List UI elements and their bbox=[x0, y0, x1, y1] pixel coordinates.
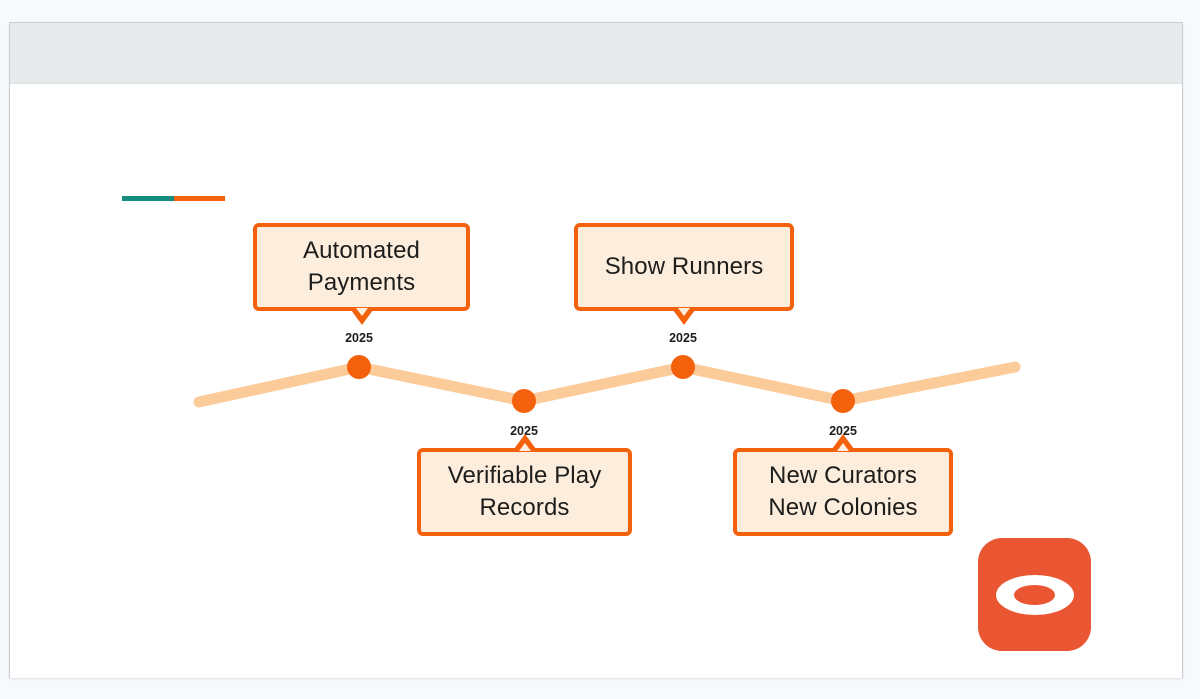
milestone-callout-0[interactable]: Automated Payments bbox=[253, 223, 470, 325]
timeline-marker-2[interactable] bbox=[671, 355, 695, 379]
milestone-callout-1[interactable]: Verifiable Play Records bbox=[417, 434, 632, 536]
callout-tail-inner-0 bbox=[355, 308, 368, 316]
accent-rule bbox=[122, 196, 225, 201]
milestone-year-0: 2025 bbox=[345, 331, 373, 345]
milestone-callout-3[interactable]: New Curators New Colonies bbox=[733, 434, 953, 536]
milestone-callout-label-2: Show Runners bbox=[604, 253, 764, 280]
timeline-line bbox=[193, 361, 1021, 408]
milestone-callout-label-1: Verifiable Play Records bbox=[447, 462, 602, 521]
logo-ellipse-inner bbox=[1014, 584, 1055, 605]
callout-tail-inner-1 bbox=[518, 443, 531, 451]
slide-canvas[interactable]: 2025 2025 2025 2025 Automated Payments S… bbox=[10, 84, 1182, 678]
timeline-marker-0[interactable] bbox=[347, 355, 371, 379]
brand-logo-icon bbox=[978, 538, 1091, 651]
timeline-marker-1[interactable] bbox=[512, 389, 536, 413]
logo-ellipse-outer bbox=[995, 574, 1074, 615]
toolbar-strip[interactable] bbox=[10, 23, 1182, 84]
milestone-year-2: 2025 bbox=[669, 331, 697, 345]
milestone-callout-2[interactable]: Show Runners bbox=[574, 223, 794, 325]
callout-tail-inner-2 bbox=[678, 308, 690, 316]
milestone-callout-label-3: New Curators New Colonies bbox=[768, 462, 918, 521]
accent-rule-segment-orange bbox=[173, 196, 225, 201]
callout-tail-inner-3 bbox=[837, 443, 849, 451]
slide-card: 2025 2025 2025 2025 Automated Payments S… bbox=[9, 22, 1183, 678]
accent-rule-segment-teal bbox=[122, 196, 174, 201]
milestone-callout-label-0: Automated Payments bbox=[303, 237, 420, 296]
timeline-marker-3[interactable] bbox=[831, 389, 855, 413]
